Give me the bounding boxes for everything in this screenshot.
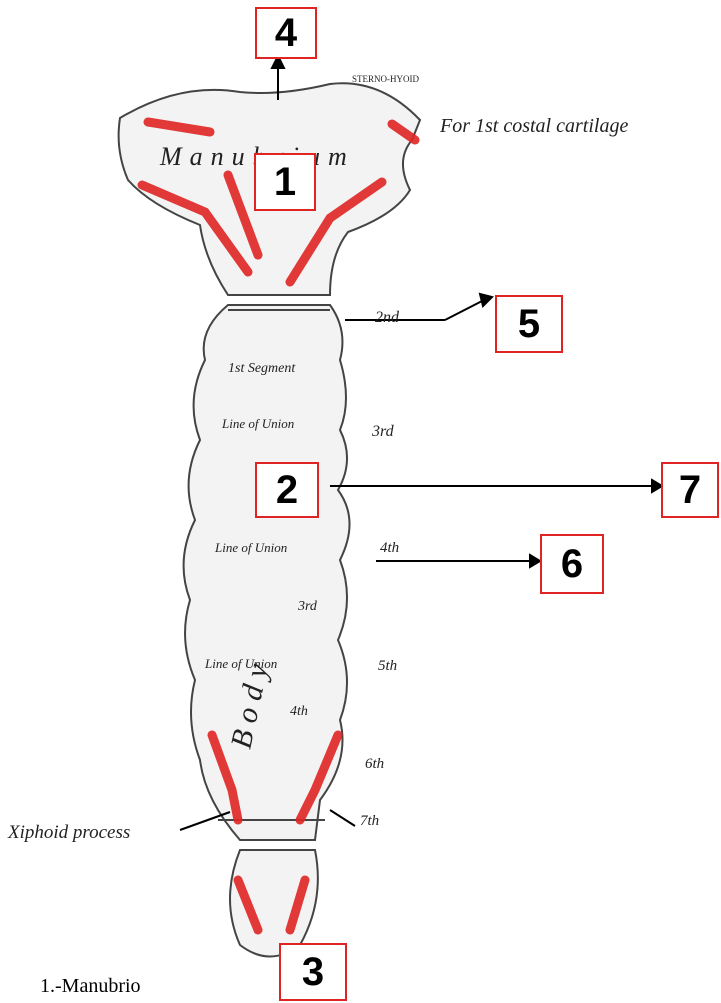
sixth-rib-label: 6th xyxy=(365,756,384,772)
caption-manubrio: 1.-Manubrio xyxy=(40,975,141,998)
line-of-union-2: Line of Union xyxy=(214,540,287,555)
first-costal-label: For 1st costal cartilage xyxy=(439,115,628,137)
second-rib-label: 2nd xyxy=(375,309,400,326)
label-box-3: 3 xyxy=(279,943,347,1001)
fourth-rib-label: 4th xyxy=(380,540,399,556)
label-box-2: 2 xyxy=(255,462,319,518)
fourth-segment-label: 4th xyxy=(290,704,308,719)
arrow-right-icon xyxy=(480,294,492,306)
seventh-rib-label: 7th xyxy=(360,813,379,829)
first-segment-label: 1st Segment xyxy=(228,361,296,376)
third-segment-label: 3rd xyxy=(297,599,318,614)
line-of-union-1: Line of Union xyxy=(221,416,294,431)
label-box-6: 6 xyxy=(540,534,604,594)
xiphoid-label: Xiphoid process xyxy=(7,822,130,843)
label-box-5: 5 xyxy=(495,295,563,353)
third-rib-label: 3rd xyxy=(371,423,395,440)
fifth-rib-label: 5th xyxy=(378,658,397,674)
sternohyoid-label: STERNO-HYOID xyxy=(352,74,419,84)
label-box-4: 4 xyxy=(255,7,317,59)
label-box-7: 7 xyxy=(661,462,719,518)
label-box-1: 1 xyxy=(254,153,316,211)
arrow-right-icon xyxy=(530,555,540,567)
